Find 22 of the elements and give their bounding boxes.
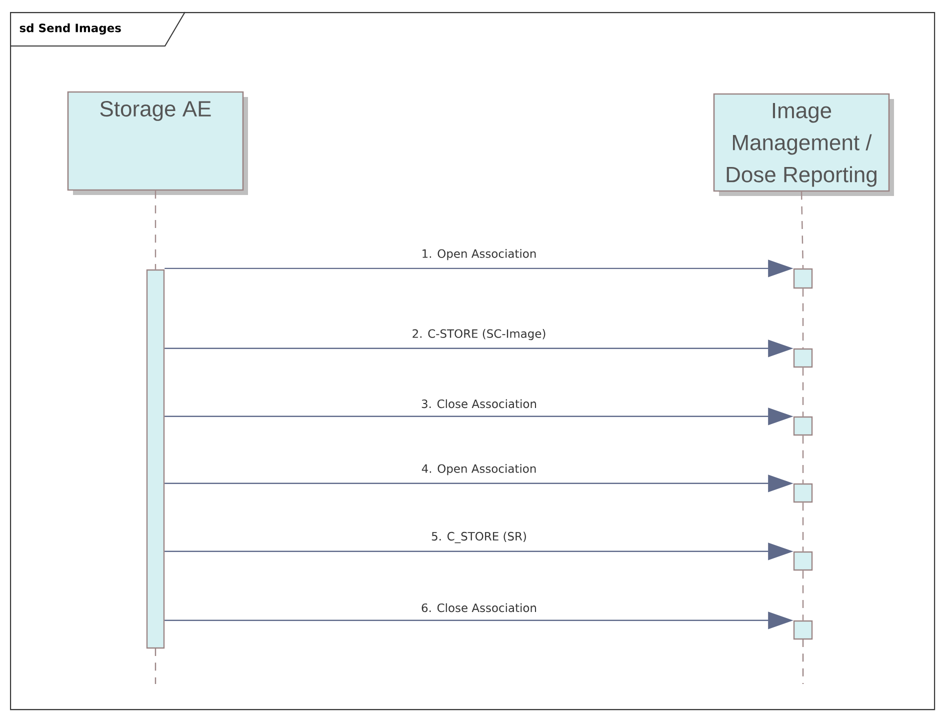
lifeline	[802, 288, 804, 348]
lifeline	[802, 436, 804, 484]
edge-label: 5. C_STORE (SR)	[430, 530, 528, 544]
activation-box	[793, 551, 813, 571]
edge-label: 6. Close Association	[420, 602, 538, 614]
edge-label: 1. Open Association	[420, 248, 538, 262]
lifeline	[802, 570, 804, 620]
activation-box	[793, 348, 813, 368]
activation-box	[793, 416, 813, 436]
edge-label: 4. Open Association	[420, 462, 538, 476]
lifeline	[154, 190, 156, 270]
edge-label: 2. C-STORE (SC-Image)	[410, 328, 548, 342]
lifeline	[802, 368, 804, 416]
activation-box	[793, 620, 813, 640]
lifeline	[802, 502, 804, 552]
lifeline-head-box: Storage AE	[67, 91, 248, 195]
lifeline	[800, 192, 804, 268]
activation-box	[793, 268, 813, 289]
edge-label: 3. Close Association	[420, 398, 538, 410]
activation-bar	[146, 269, 165, 649]
lifeline-head-box: Image Management / Dose Reporting	[713, 93, 894, 196]
activation-box	[793, 483, 813, 503]
